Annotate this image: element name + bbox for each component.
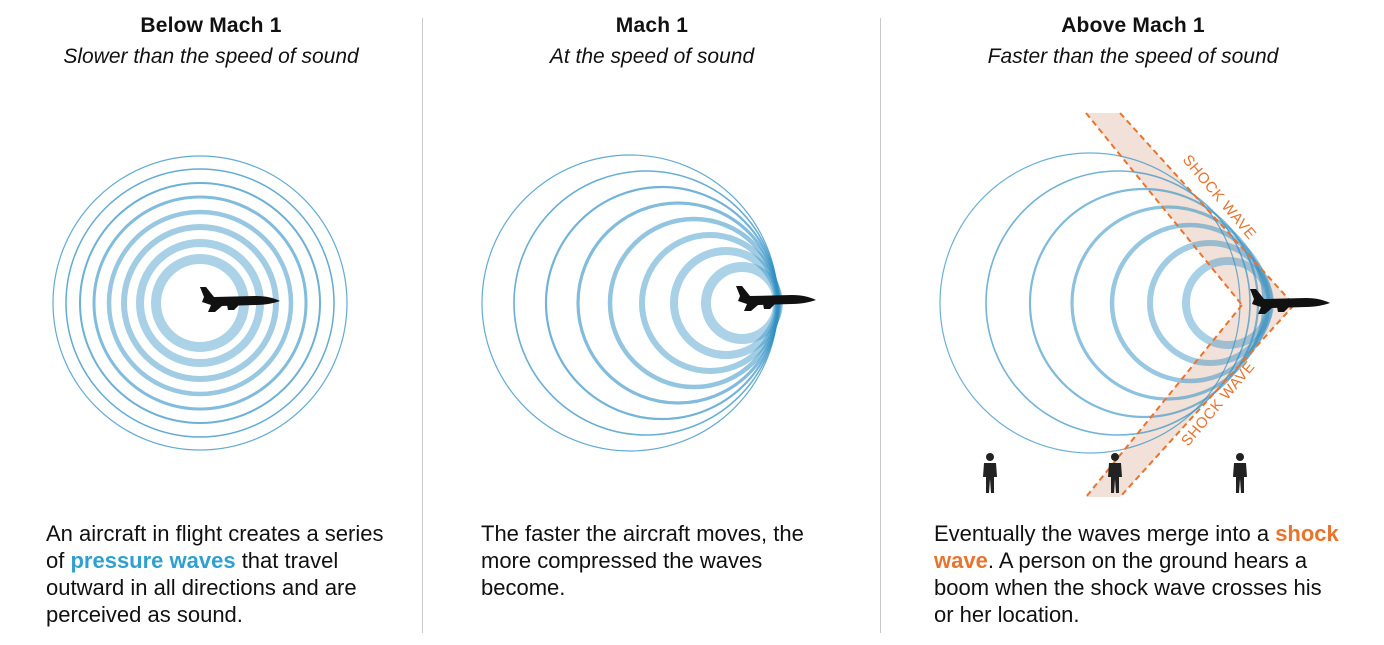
aircraft-icon (1250, 289, 1330, 314)
panel-subtitle: Slower than the speed of sound (63, 45, 359, 68)
pressure-wave-ring (52, 155, 348, 451)
pressure-wave-ring (92, 195, 308, 411)
aircraft-icon (200, 287, 280, 312)
pressure-wave-ring (985, 170, 1251, 436)
caption-text-after: that travel outward in all directions an… (46, 548, 357, 627)
panel-subtitle: Faster than the speed of sound (987, 45, 1279, 68)
caption-text-after: . A person on the ground hears a boom wh… (934, 548, 1322, 627)
aircraft-silhouette (200, 287, 280, 312)
caption-text-before: An aircraft in flight creates a series o… (46, 521, 384, 573)
pressure-wave-ring (79, 182, 321, 424)
pressure-wave-ring (106, 209, 294, 397)
aircraft-wing (1276, 302, 1294, 312)
pressure-wave-ring (481, 154, 779, 452)
shock-wave-edge (1085, 112, 1243, 306)
shock-wave-edge (1085, 304, 1243, 498)
panel-caption: An aircraft in flight creates a series o… (46, 520, 406, 628)
panel-title: Below Mach 1 (140, 14, 282, 37)
aircraft-silhouette (736, 286, 816, 311)
ground-observers (983, 453, 1247, 493)
pressure-wave-ring (65, 168, 335, 438)
shock-wave-highlight: shock wave (934, 521, 1339, 573)
wave-diagram-subsonic (52, 155, 348, 451)
pressure-wave-rings (481, 154, 783, 452)
panel-caption: The faster the aircraft moves, the more … (481, 521, 804, 600)
panel-divider (422, 18, 423, 633)
aircraft-silhouette (1250, 289, 1330, 314)
shock-wave-band (1086, 113, 1294, 497)
person-icon (1233, 453, 1247, 493)
pressure-wave-rings (52, 155, 348, 451)
caption-text-before: Eventually the waves merge into a (934, 521, 1276, 546)
aircraft-wing (762, 299, 780, 309)
wave-diagram-supersonic: SHOCK WAVE SHOCK WAVE (939, 112, 1330, 498)
pressure-waves-highlight: pressure waves (70, 548, 236, 573)
panel-title: Above Mach 1 (1061, 14, 1205, 37)
pressure-wave-ring (121, 224, 279, 382)
panel-below-mach-1: Below Mach 1 Slower than the speed of so… (0, 0, 422, 645)
shock-wave-edge (1119, 304, 1295, 498)
person-icon (983, 453, 997, 493)
panel-above-mach-1: Above Mach 1 Faster than the speed of so… (882, 0, 1384, 645)
aircraft-icon (736, 286, 816, 311)
pressure-wave-ring (544, 185, 780, 421)
person-icon (1108, 453, 1122, 493)
panel-mach-1: Mach 1 At the speed of sound The faster … (424, 0, 880, 645)
panel-subtitle: At the speed of sound (549, 45, 755, 68)
panel-title: Mach 1 (615, 14, 689, 37)
panel-caption: Eventually the waves merge into a shock … (934, 520, 1344, 628)
aircraft-wing (226, 300, 244, 310)
wave-diagram-sonic (481, 154, 816, 452)
panel-divider (880, 18, 881, 633)
shock-wave-edge (1119, 112, 1295, 306)
pressure-wave-ring (513, 170, 779, 436)
